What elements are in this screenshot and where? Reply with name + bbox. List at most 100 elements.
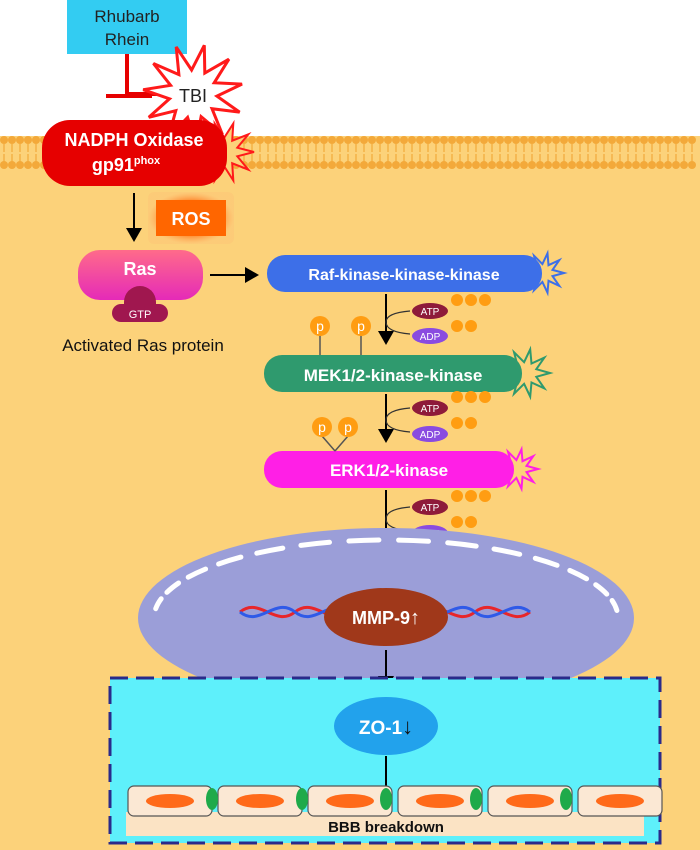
ros-label: ROS xyxy=(171,209,210,229)
lipid-head xyxy=(16,161,24,169)
lipid-head xyxy=(544,136,552,144)
cell-nucleus xyxy=(596,794,644,808)
lipid-head xyxy=(392,161,400,169)
cell-nucleus xyxy=(146,794,194,808)
lipid-head xyxy=(448,161,456,169)
rhubarb-rhein-box: Rhubarb Rhein xyxy=(67,0,187,54)
lipid-head xyxy=(672,136,680,144)
lipid-head xyxy=(656,161,664,169)
nuclear-pore xyxy=(254,545,286,556)
nadph-oxidase-label: NADPH Oxidase xyxy=(64,130,203,150)
lipid-head xyxy=(424,161,432,169)
nuclear-pore xyxy=(153,596,164,612)
lipid-head xyxy=(376,161,384,169)
atp-adp-cycle-2: ATP ADP xyxy=(378,391,491,443)
lipid-head xyxy=(664,161,672,169)
lipid-head xyxy=(304,136,312,144)
erk-phosphates: p p xyxy=(312,417,358,452)
lipid-head xyxy=(272,136,280,144)
lipid-head xyxy=(592,136,600,144)
lipid-head xyxy=(360,161,368,169)
erk-kinase-label: ERK1/2-kinase xyxy=(330,461,448,480)
lipid-head xyxy=(368,136,376,144)
lipid-head xyxy=(648,136,656,144)
lipid-head xyxy=(608,136,616,144)
lipid-head xyxy=(544,161,552,169)
lipid-head xyxy=(440,136,448,144)
gtp-label: GTP xyxy=(129,309,152,321)
bbb-breakdown-label: BBB breakdown xyxy=(328,819,444,836)
lipid-head xyxy=(264,161,272,169)
lipid-head xyxy=(648,161,656,169)
tight-junction xyxy=(296,788,308,810)
lipid-head xyxy=(584,136,592,144)
atp-label: ATP xyxy=(421,503,440,514)
lipid-head xyxy=(536,136,544,144)
mek-kinase-label: MEK1/2-kinase-kinase xyxy=(304,366,483,385)
lipid-head xyxy=(504,161,512,169)
lipid-head xyxy=(568,161,576,169)
nuclear-envelope-pores xyxy=(153,537,620,613)
lipid-head xyxy=(520,161,528,169)
lipid-head xyxy=(664,136,672,144)
atp-adp-cycle-1: ATP ADP xyxy=(378,294,491,345)
lipid-head xyxy=(688,161,696,169)
lipid-head xyxy=(0,161,8,169)
lipid-head xyxy=(464,161,472,169)
lipid-head xyxy=(616,161,624,169)
lipid-head xyxy=(520,136,528,144)
lipid-head xyxy=(368,161,376,169)
lipid-head xyxy=(432,161,440,169)
phosphate-p-label: p xyxy=(316,318,324,334)
nuclear-pore xyxy=(164,580,182,595)
zo1-label: ZO-1 xyxy=(359,718,403,739)
lipid-head xyxy=(576,161,584,169)
lipid-head xyxy=(408,136,416,144)
lipid-head xyxy=(640,136,648,144)
lipid-head xyxy=(384,136,392,144)
lipid-head xyxy=(488,136,496,144)
mek-phosphates: p p xyxy=(310,316,371,355)
phosphate-p-label: p xyxy=(318,419,326,435)
lipid-head xyxy=(464,136,472,144)
ras-label: Ras xyxy=(123,259,156,279)
nuclear-pore xyxy=(593,582,610,597)
lipid-head xyxy=(312,161,320,169)
lipid-head xyxy=(632,161,640,169)
nucleus: MMP-9↑ xyxy=(138,528,634,708)
lipid-head xyxy=(296,136,304,144)
lipid-head xyxy=(8,161,16,169)
lipid-head xyxy=(248,136,256,144)
lipid-head xyxy=(328,136,336,144)
lipid-head xyxy=(656,136,664,144)
lipid-head xyxy=(392,136,400,144)
lipid-head xyxy=(352,161,360,169)
mmp9-label: MMP-9 xyxy=(352,608,410,628)
lipid-head xyxy=(616,136,624,144)
nuclear-pore xyxy=(532,555,560,568)
adp-label: ADP xyxy=(420,430,441,441)
nuclear-pore xyxy=(491,546,523,557)
lipid-head xyxy=(480,161,488,169)
lipid-head xyxy=(320,161,328,169)
adp-label: ADP xyxy=(420,332,441,343)
lipid-head xyxy=(320,136,328,144)
lipid-head xyxy=(488,161,496,169)
svg-text:MMP-9↑: MMP-9↑ xyxy=(352,607,420,629)
tight-junction xyxy=(206,788,218,810)
lipid-head xyxy=(24,136,32,144)
lipid-head xyxy=(272,161,280,169)
nuclear-pore xyxy=(185,566,209,580)
lipid-head xyxy=(600,136,608,144)
cell-nucleus xyxy=(326,794,374,808)
lipid-head xyxy=(280,136,288,144)
nuclear-pore xyxy=(609,598,620,613)
tight-junction xyxy=(560,788,572,810)
lipid-head xyxy=(288,161,296,169)
lipid-head xyxy=(688,136,696,144)
activated-ras-caption: Activated Ras protein xyxy=(62,336,224,355)
tight-junction xyxy=(380,788,392,810)
lipid-head xyxy=(496,136,504,144)
lipid-head xyxy=(336,161,344,169)
phox-superscript: phox xyxy=(134,155,161,167)
